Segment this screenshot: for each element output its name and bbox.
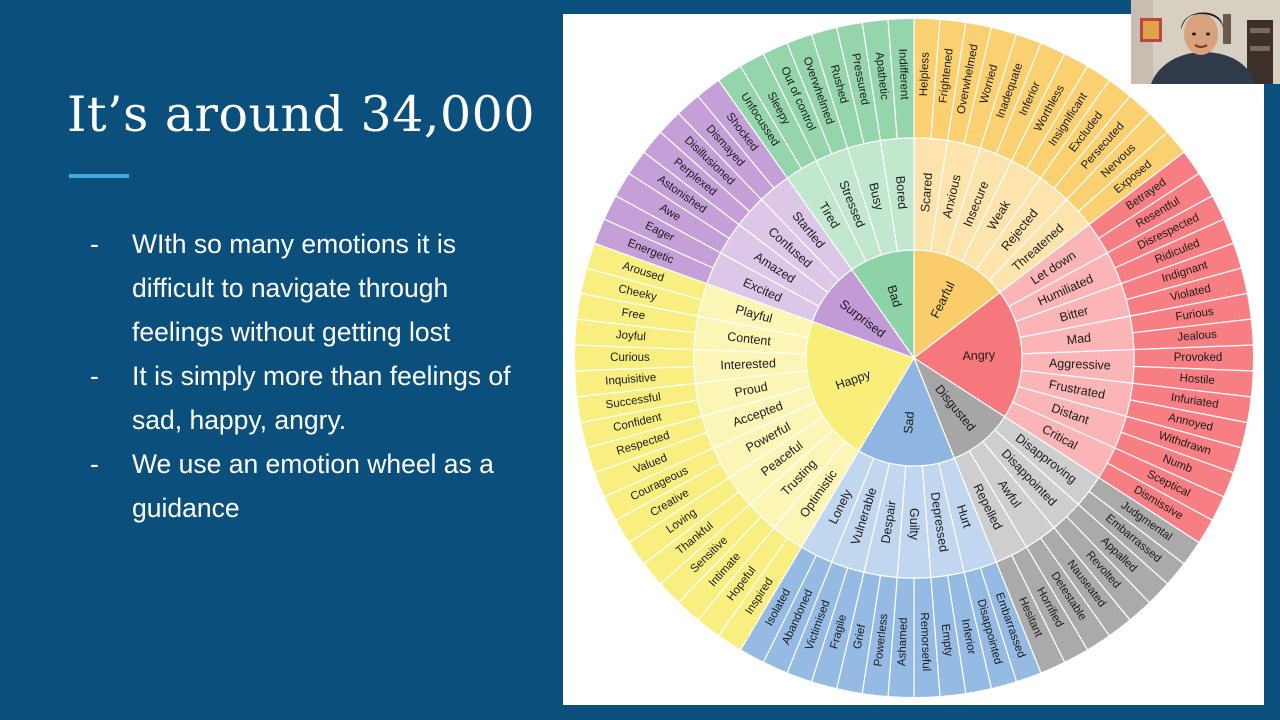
outer-emotion-label: Ashamed xyxy=(896,617,910,666)
bullet-text: It is simply more than feelings of sad, … xyxy=(132,361,511,435)
bullet-text: WIth so many emotions it is difficult to… xyxy=(132,229,456,347)
bullet-list: - WIth so many emotions it is difficult t… xyxy=(90,222,530,530)
bullet-item: - We use an emotion wheel as a guidance xyxy=(90,442,530,530)
wheel-outer-ring xyxy=(573,17,1255,699)
outer-emotion-label: Jealous xyxy=(1177,329,1218,344)
core-emotion-label: Bad xyxy=(884,284,904,309)
outer-emotion-label: Helpless xyxy=(918,52,932,97)
core-emotion-label: Sad xyxy=(901,411,917,434)
outer-emotion-label: Hostile xyxy=(1179,372,1215,387)
outer-emotion-label: Indifferent xyxy=(896,49,910,101)
outer-emotion-label: Remorseful xyxy=(918,612,932,671)
bullet-dash: - xyxy=(90,449,99,479)
middle-emotion-label: Proud xyxy=(733,380,768,400)
outer-emotion-label: Grief xyxy=(852,623,869,651)
core-emotion-label: Angry xyxy=(962,348,996,363)
outer-emotion-label: Curious xyxy=(610,352,650,364)
core-emotion-segment xyxy=(912,291,1023,418)
bullet-dash: - xyxy=(90,229,99,259)
title-accent-bar xyxy=(69,174,129,178)
bullet-text: We use an emotion wheel as a guidance xyxy=(132,449,494,523)
middle-emotion-label: Mad xyxy=(1066,331,1092,348)
middle-emotion-label: Bored xyxy=(893,175,910,209)
outer-emotion-label: Empty xyxy=(939,623,955,657)
outer-emotion-label: Furious xyxy=(1175,306,1215,324)
outer-emotion-label: Joyful xyxy=(615,329,646,343)
middle-emotion-label: Guilty xyxy=(907,508,921,541)
outer-emotion-label: Apathetic xyxy=(873,51,890,100)
middle-emotion-label: Hurt xyxy=(954,503,975,530)
core-emotion-segment xyxy=(913,249,1001,360)
webcam-overlay xyxy=(1131,0,1280,84)
middle-emotion-label: Scared xyxy=(918,172,935,213)
middle-emotion-label: Interested xyxy=(720,356,776,372)
slide-title: It’s around 34,000 xyxy=(67,86,535,143)
middle-emotion-label: Busy xyxy=(866,181,886,212)
outer-emotion-label: Inquisitive xyxy=(605,372,657,388)
bullet-dash: - xyxy=(90,361,99,391)
middle-emotion-label: Despair xyxy=(878,500,898,545)
person-video-feed-icon xyxy=(1131,0,1280,84)
bullet-item: - It is simply more than feelings of sad,… xyxy=(90,354,530,442)
core-emotion-segment xyxy=(857,356,956,467)
middle-emotion-label: Aggressive xyxy=(1049,356,1111,372)
core-emotion-segment xyxy=(805,320,915,452)
bullet-item: - WIth so many emotions it is difficult t… xyxy=(90,222,530,354)
middle-emotion-label: Content xyxy=(727,329,773,348)
outer-emotion-label: Free xyxy=(621,307,646,322)
core-emotion-segment xyxy=(851,249,915,360)
outer-emotion-label: Provoked xyxy=(1174,352,1223,364)
